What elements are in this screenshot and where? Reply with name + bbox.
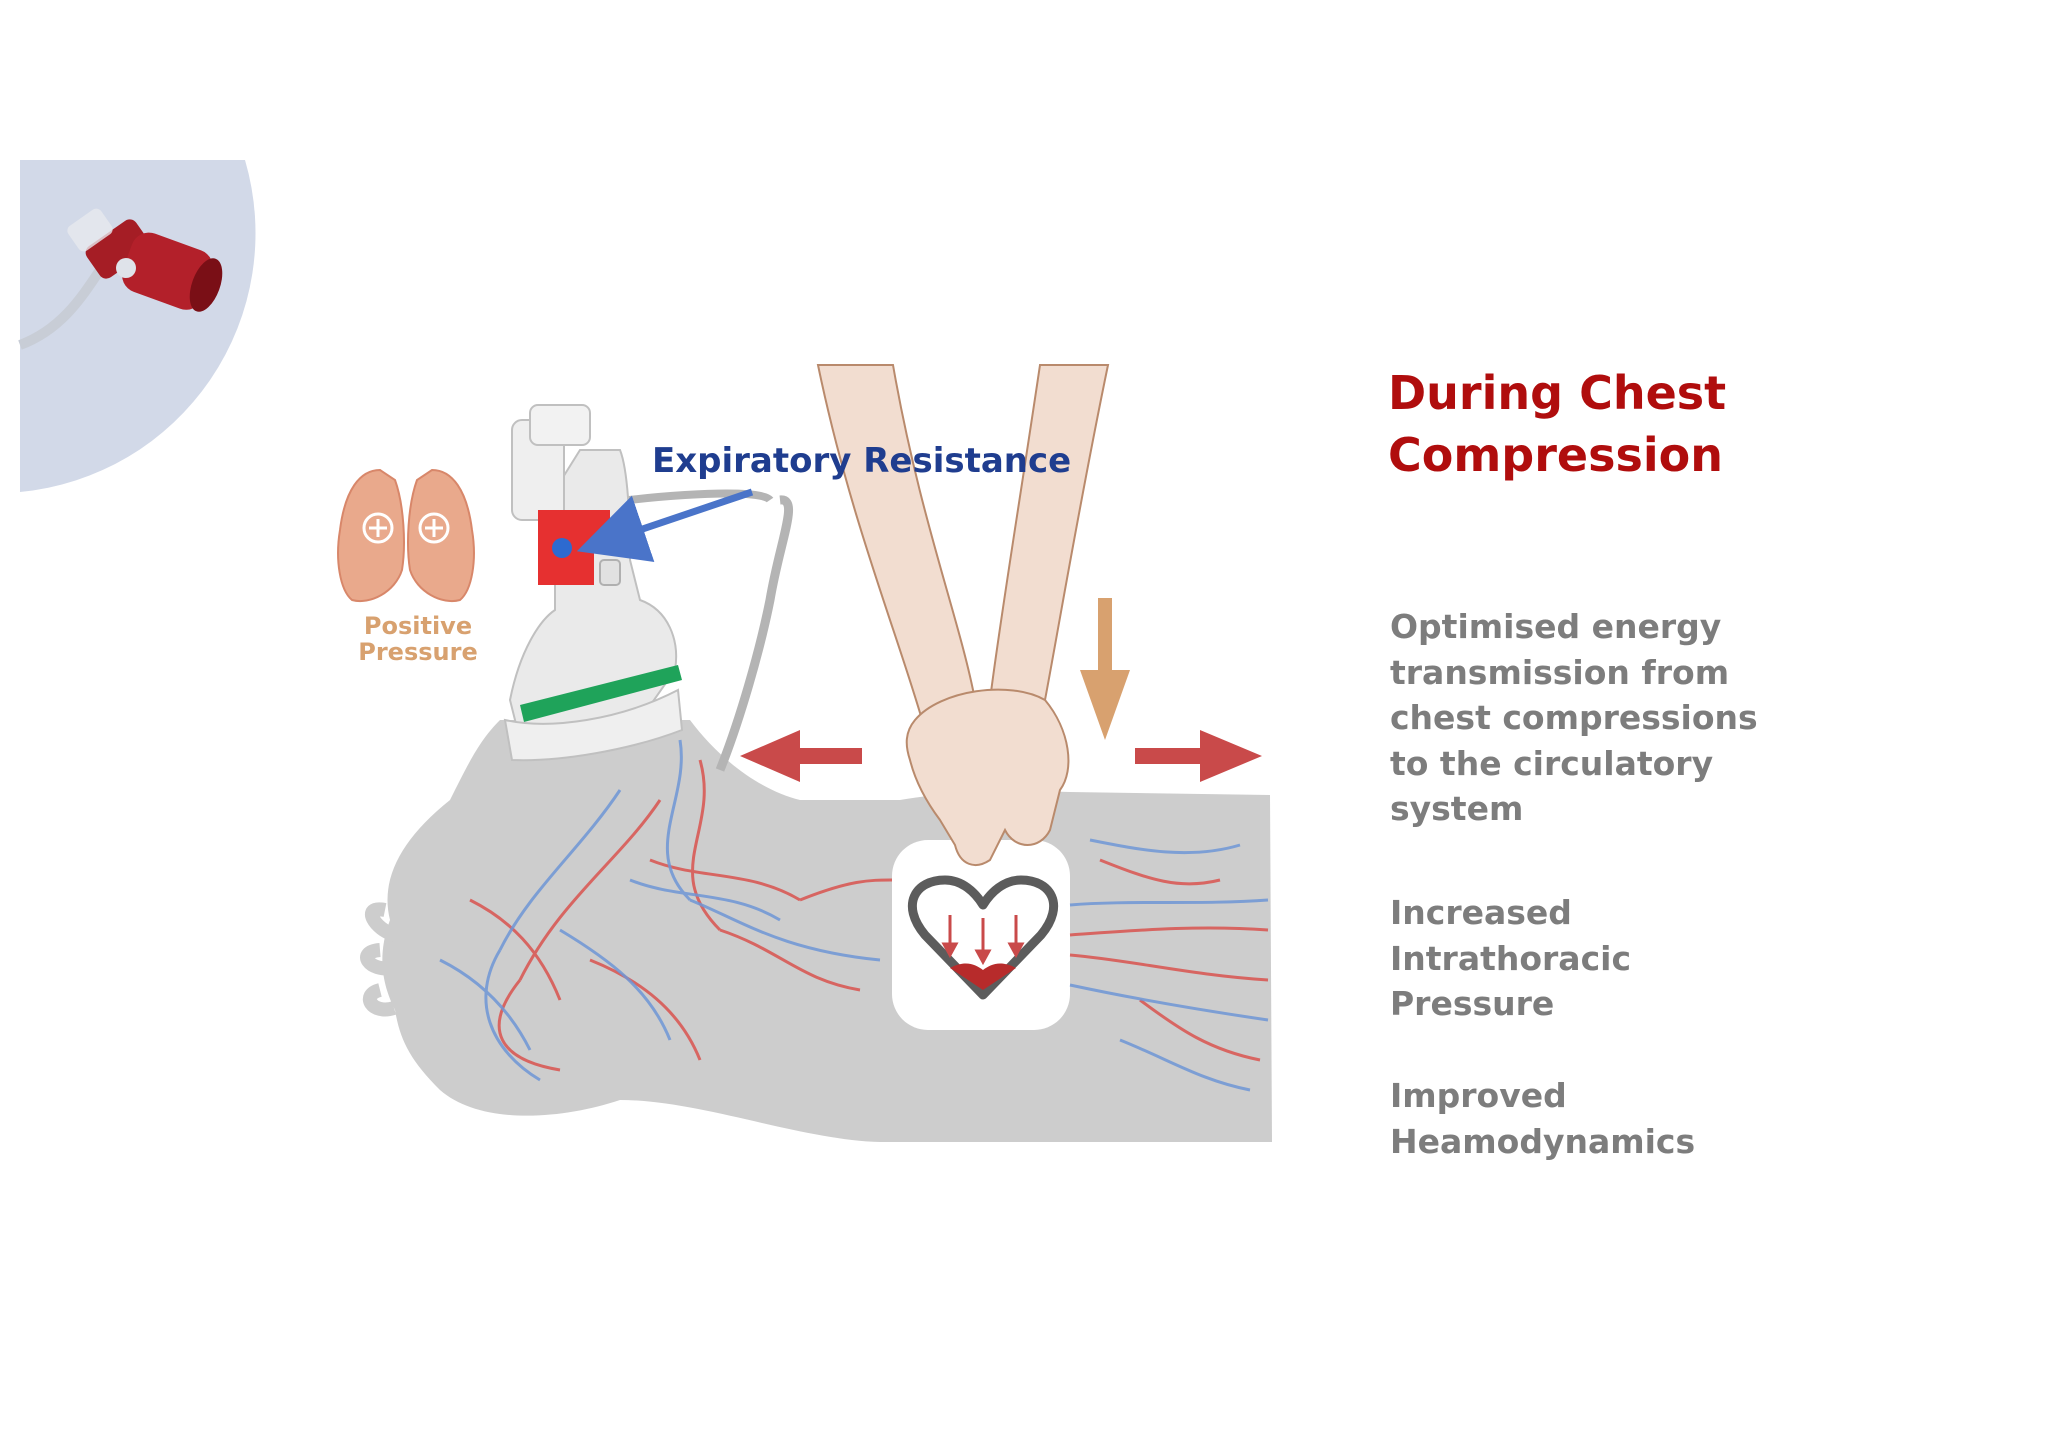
down-force-arrow — [1080, 598, 1130, 740]
point-energy-transmission: Optimised energy transmission from chest… — [1390, 604, 1950, 832]
point-1-line-3: chest compressions — [1390, 698, 1758, 737]
positive-pressure-label-line2: Pressure — [358, 638, 477, 666]
point-heamodynamics: Improved Heamodynamics — [1390, 1073, 1950, 1164]
expiratory-resistance-label: Expiratory Resistance — [652, 441, 1071, 481]
slide-heading: During Chest Compression — [1388, 362, 1948, 486]
point-intrathoracic-pressure: Increased Intrathoracic Pressure — [1390, 890, 1950, 1027]
compressed-heart-icon — [908, 875, 1058, 1000]
point-1-line-1: Optimised energy — [1390, 607, 1722, 646]
right-force-arrow — [1135, 730, 1262, 782]
point-2-line-3: Pressure — [1390, 984, 1555, 1023]
point-3-line-2: Heamodynamics — [1390, 1121, 1696, 1161]
point-3-line-1: Improved — [1390, 1076, 1567, 1115]
lungs-icon — [337, 468, 475, 603]
point-1-line-4: to the circulatory — [1390, 743, 1714, 783]
heading-line-2: Compression — [1388, 428, 1723, 482]
point-1-line-2: transmission from — [1390, 652, 1730, 692]
positive-pressure-label-line1: Positive — [364, 612, 472, 640]
heading-line-1: During Chest — [1388, 366, 1727, 420]
point-2-line-2: Intrathoracic — [1390, 938, 1632, 978]
left-force-arrow — [740, 730, 862, 782]
patient-body — [360, 720, 1272, 1142]
point-2-line-1: Increased — [1390, 893, 1572, 932]
valve-inset — [18, 160, 256, 492]
point-1-line-5: system — [1390, 789, 1524, 828]
expiratory-pointer-arrow — [576, 488, 754, 562]
force-arrows — [740, 598, 1262, 782]
compressing-hands-icon — [816, 364, 1110, 866]
peep-valve-icon — [18, 208, 223, 350]
